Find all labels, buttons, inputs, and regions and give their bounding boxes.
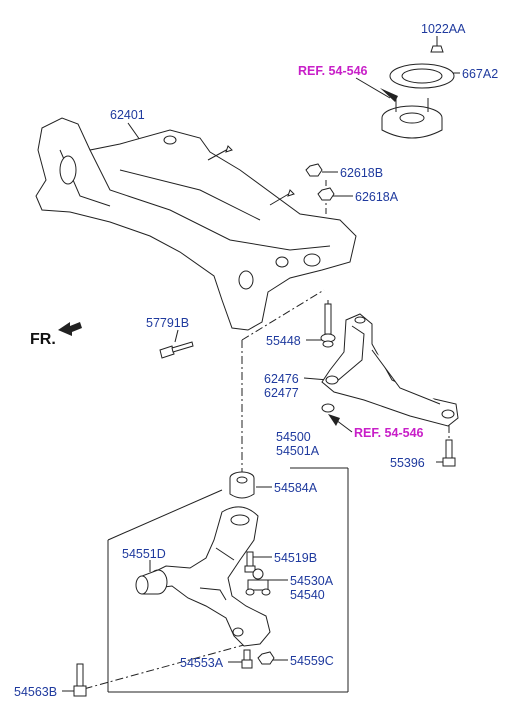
label-55396: 55396 <box>390 456 425 470</box>
lower-control-arm <box>149 506 271 647</box>
label-62477: 62477 <box>264 386 299 400</box>
front-direction-label: FR. <box>30 331 56 348</box>
label-54500-54501A: 54500 54501A <box>276 430 319 458</box>
bolt-54519B <box>244 551 256 573</box>
label-62476: 62476 <box>264 372 299 386</box>
label-54530A: 54530A <box>290 574 334 588</box>
bolt-55396 <box>442 439 456 467</box>
ball-joint <box>245 568 271 596</box>
label-54553A: 54553A <box>180 656 224 670</box>
bushing-54551D <box>135 569 168 595</box>
label-54563B: 54563B <box>14 685 58 699</box>
label-62476-62477: 62476 62477 <box>264 372 299 400</box>
label-54500: 54500 <box>276 430 311 444</box>
label-57791B: 57791B <box>146 316 190 330</box>
nut-54559C <box>257 651 275 665</box>
assembly-bracket-diag <box>107 489 223 541</box>
bolt-57791B <box>159 341 194 359</box>
label-54551D: 54551D <box>122 547 166 561</box>
label-62401: 62401 <box>110 108 145 122</box>
subframe <box>35 117 357 331</box>
label-667A2: 667A2 <box>462 67 499 81</box>
centerline-lower <box>79 639 263 691</box>
washer-brace <box>321 403 335 413</box>
label-54530A-54540: 54530A 54540 <box>290 574 333 602</box>
label-54584A: 54584A <box>274 481 318 495</box>
label-54519B: 54519B <box>274 551 318 565</box>
ref-arrow-mid-shaft <box>335 419 353 433</box>
bolt-55448 <box>320 303 336 348</box>
label-1022AA: 1022AA <box>421 22 466 36</box>
nut-62618A <box>317 187 335 201</box>
stiffener-brace <box>321 313 459 427</box>
label-54501A: 54501A <box>276 444 320 458</box>
bolt-54553A <box>241 649 253 669</box>
bolt-54563B <box>73 663 87 697</box>
bushing-54584A <box>229 471 255 499</box>
ref-arrow-top-shaft <box>355 77 391 99</box>
ref-label-mid: REF. 54-546 <box>354 426 424 440</box>
strut-mount <box>381 45 455 139</box>
centerline-diag <box>241 289 325 341</box>
label-54559C: 54559C <box>290 654 334 668</box>
nut-62618B <box>305 163 323 177</box>
leader-62401 <box>127 122 141 141</box>
label-62618B: 62618B <box>340 166 384 180</box>
front-arrow-icon <box>58 322 82 336</box>
ref-arrow-top <box>380 88 398 102</box>
label-54540: 54540 <box>290 588 325 602</box>
label-62618A: 62618A <box>355 190 399 204</box>
ref-label-top: REF. 54-546 <box>298 64 368 78</box>
ref-arrow-mid <box>328 414 340 426</box>
leader-57791B <box>174 329 179 343</box>
label-55448: 55448 <box>266 334 301 348</box>
